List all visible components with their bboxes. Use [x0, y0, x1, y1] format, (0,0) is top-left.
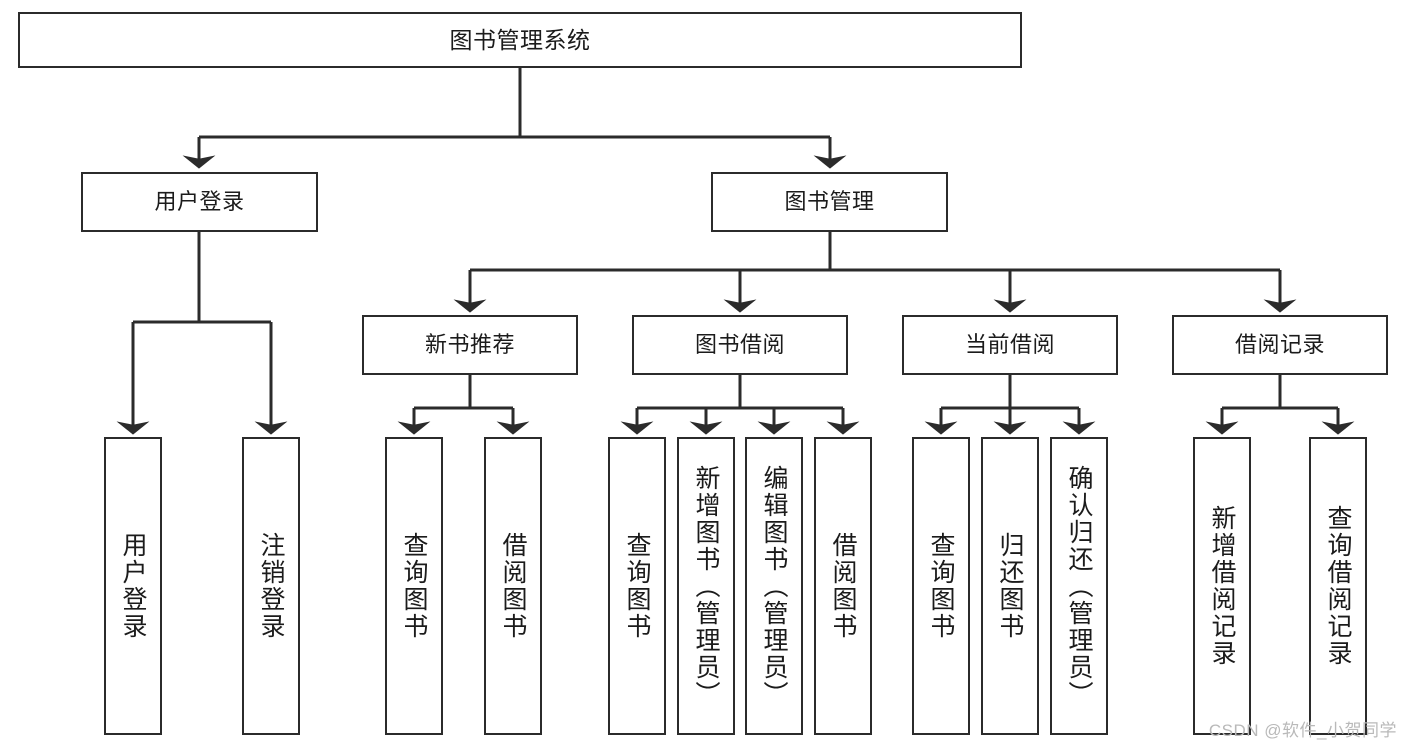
node-leaf-query-book-2[interactable]: 查询图书 — [608, 437, 666, 735]
node-book-borrow-label: 图书借阅 — [694, 332, 785, 357]
node-leaf-return-book[interactable]: 归还图书 — [981, 437, 1039, 735]
node-leaf-user-login-label: 用户登录 — [119, 532, 147, 640]
node-leaf-logout[interactable]: 注销登录 — [242, 437, 300, 735]
node-book-manage[interactable]: 图书管理 — [711, 172, 948, 232]
node-leaf-add-book[interactable]: 新增图书（管理员） — [677, 437, 735, 735]
node-leaf-edit-book[interactable]: 编辑图书（管理员） — [745, 437, 803, 735]
node-leaf-add-book-label: 新增图书（管理员） — [692, 464, 720, 708]
node-leaf-return-book-label: 归还图书 — [996, 532, 1024, 640]
node-leaf-confirm-return-label: 确认归还（管理员） — [1065, 464, 1093, 708]
node-leaf-user-login[interactable]: 用户登录 — [104, 437, 162, 735]
node-leaf-query-book-2-label: 查询图书 — [623, 532, 651, 640]
node-user-login-label: 用户登录 — [154, 189, 245, 214]
node-leaf-borrow-book-2[interactable]: 借阅图书 — [814, 437, 872, 735]
node-leaf-borrow-book-2-label: 借阅图书 — [829, 532, 857, 640]
node-current-borrow[interactable]: 当前借阅 — [902, 315, 1118, 375]
node-leaf-confirm-return[interactable]: 确认归还（管理员） — [1050, 437, 1108, 735]
node-leaf-logout-label: 注销登录 — [257, 532, 285, 640]
node-leaf-borrow-book-1-label: 借阅图书 — [499, 532, 527, 640]
node-borrow-record-label: 借阅记录 — [1234, 332, 1325, 357]
node-leaf-add-record-label: 新增借阅记录 — [1208, 505, 1236, 667]
node-book-borrow[interactable]: 图书借阅 — [632, 315, 848, 375]
node-leaf-edit-book-label: 编辑图书（管理员） — [760, 464, 788, 708]
node-leaf-borrow-book-1[interactable]: 借阅图书 — [484, 437, 542, 735]
node-root[interactable]: 图书管理系统 — [18, 12, 1022, 68]
node-leaf-query-book-3[interactable]: 查询图书 — [912, 437, 970, 735]
csdn-watermark: CSDN @软件_小贺同学 — [1208, 721, 1397, 740]
node-borrow-record[interactable]: 借阅记录 — [1172, 315, 1388, 375]
node-leaf-query-book-3-label: 查询图书 — [927, 532, 955, 640]
node-new-book-rec-label: 新书推荐 — [424, 332, 515, 357]
node-new-book-rec[interactable]: 新书推荐 — [362, 315, 578, 375]
node-leaf-add-record[interactable]: 新增借阅记录 — [1193, 437, 1251, 735]
node-user-login[interactable]: 用户登录 — [81, 172, 318, 232]
node-leaf-query-book-1-label: 查询图书 — [400, 532, 428, 640]
node-leaf-query-record[interactable]: 查询借阅记录 — [1309, 437, 1367, 735]
node-leaf-query-record-label: 查询借阅记录 — [1324, 505, 1352, 667]
node-leaf-query-book-1[interactable]: 查询图书 — [385, 437, 443, 735]
node-root-label: 图书管理系统 — [449, 26, 591, 53]
node-book-manage-label: 图书管理 — [784, 189, 875, 214]
node-current-borrow-label: 当前借阅 — [964, 332, 1055, 357]
